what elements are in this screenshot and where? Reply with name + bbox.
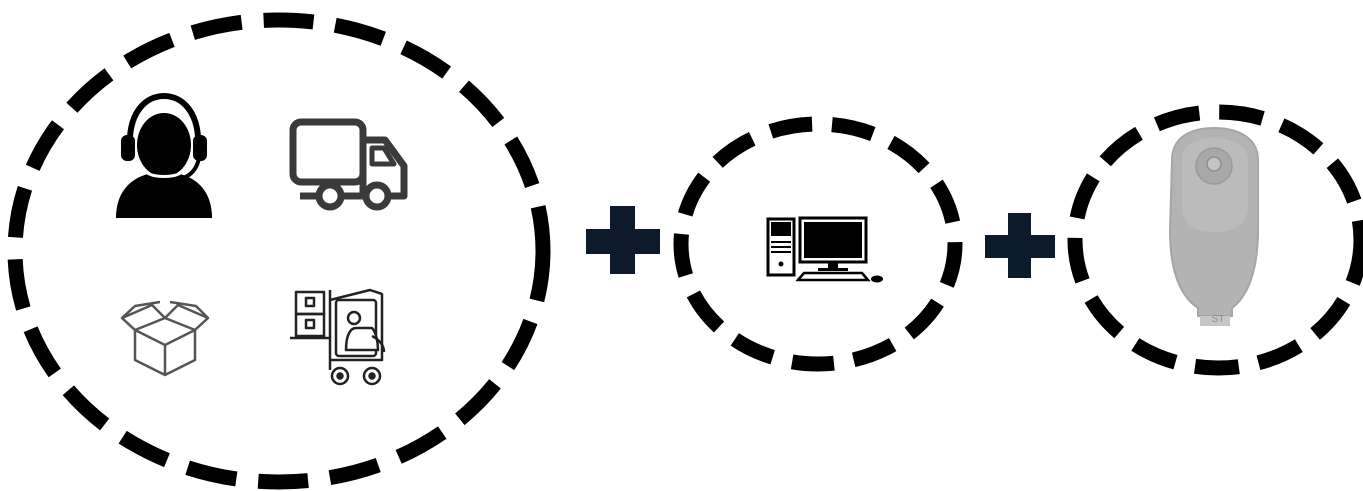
services-group-dashed-circle: [15, 20, 543, 482]
plus-operator-1: [586, 206, 660, 274]
delivery-truck-icon: [293, 122, 404, 207]
plus-operator-2: [985, 213, 1055, 278]
pouch-marking-text: ST: [1212, 314, 1225, 325]
ostomy-pouch-image: [1170, 128, 1258, 326]
customer-support-headset-icon: [116, 96, 212, 218]
desktop-computer-icon: [768, 218, 883, 283]
forklift-warehouse-icon: [290, 290, 384, 384]
open-box-icon: [122, 302, 208, 375]
